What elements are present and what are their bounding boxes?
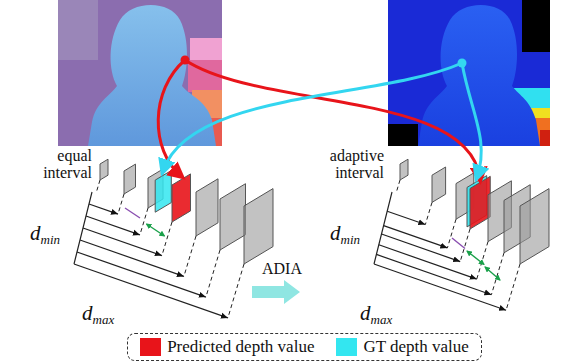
depth-subscript: max xyxy=(93,313,115,327)
method-label: ADIA xyxy=(262,261,302,278)
legend-box: Predicted depth value GT depth value xyxy=(127,333,482,361)
gt-point xyxy=(458,59,467,68)
depth-subscript: min xyxy=(41,233,61,247)
depth-symbol: d xyxy=(330,222,341,244)
adia-arrow xyxy=(252,280,300,304)
legend-text: GT depth value xyxy=(363,337,468,357)
interval-caption: adaptive interval xyxy=(318,148,384,182)
equal-interval-planes xyxy=(100,159,273,264)
legend-swatch xyxy=(336,338,357,356)
correspondence-curves xyxy=(158,60,481,179)
interval-caption: equal interval xyxy=(30,148,92,182)
predicted-depth-map xyxy=(58,0,222,146)
depth-symbol: d xyxy=(30,222,41,244)
predicted-point xyxy=(181,56,190,65)
ground-truth-depth-map xyxy=(388,0,550,146)
legend-swatch xyxy=(140,338,161,356)
depth-subscript: min xyxy=(341,233,361,247)
depth-subscript: max xyxy=(371,313,393,327)
legend-text: Predicted depth value xyxy=(167,337,314,357)
depth-symbol: d xyxy=(82,302,93,324)
equal-interval-dimensions xyxy=(74,180,244,318)
depth-symbol: d xyxy=(360,302,371,324)
adaptive-interval-dimensions xyxy=(374,180,520,310)
